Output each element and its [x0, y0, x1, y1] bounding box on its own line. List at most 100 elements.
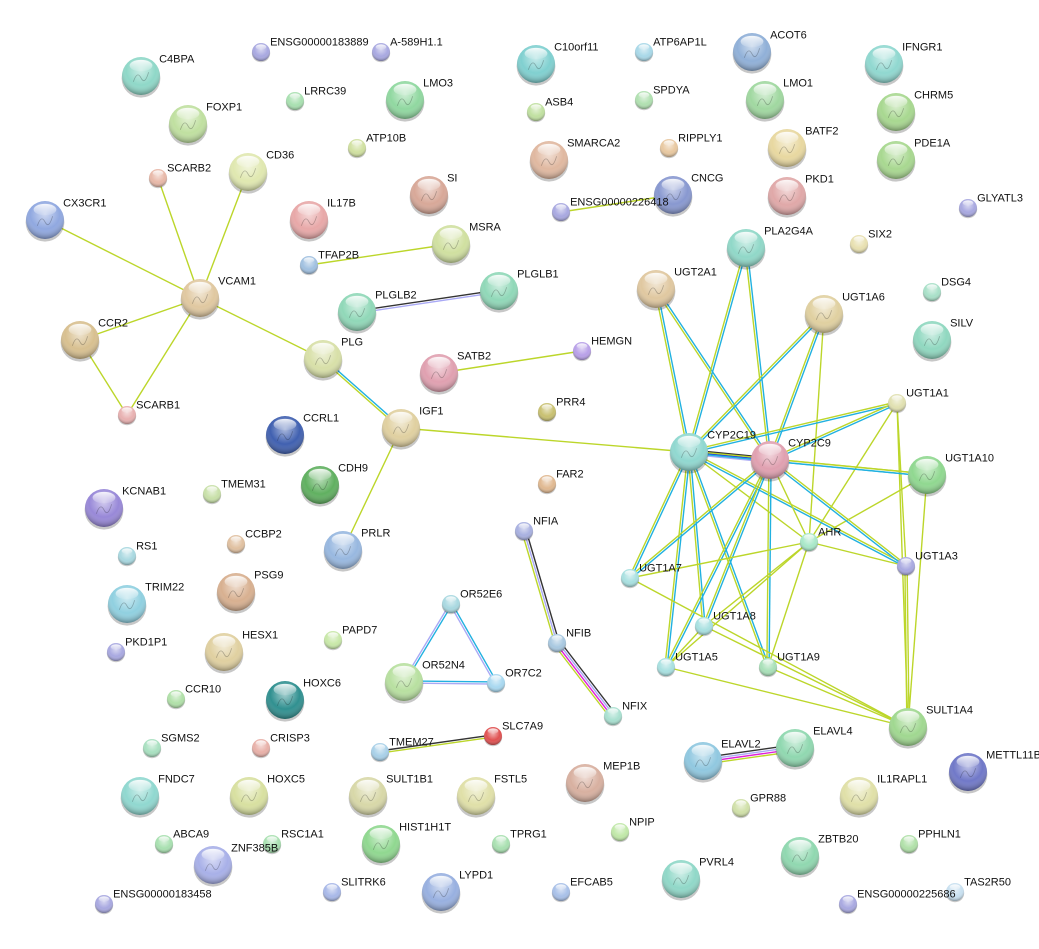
node-zbtb20[interactable]	[780, 837, 820, 878]
node-ccbp2[interactable]	[226, 535, 246, 555]
node-sult1a4[interactable]	[888, 708, 928, 749]
node-ifngr1[interactable]	[864, 45, 904, 86]
node-vcam1[interactable]	[180, 279, 220, 320]
node-kcnab1[interactable]	[84, 489, 124, 530]
node-or52e6[interactable]	[441, 595, 461, 615]
edge-ugt2a1-cyp2c19[interactable]	[654, 288, 691, 453]
node-znf385b[interactable]	[193, 846, 233, 887]
node-trim22[interactable]	[107, 585, 147, 626]
node-atp10b[interactable]	[347, 139, 367, 159]
edge-ugt1a5-sult1a4[interactable]	[665, 666, 909, 728]
node-fndc7[interactable]	[120, 777, 160, 818]
node-msra[interactable]	[431, 225, 471, 266]
node-lypd1[interactable]	[421, 873, 461, 914]
edge-ugt1a3-ahr[interactable]	[808, 541, 907, 567]
edge-satb2-hemgn[interactable]	[438, 350, 583, 374]
edge-plglb2-plglb1[interactable]	[356, 289, 500, 314]
node-scarb1[interactable]	[117, 406, 137, 426]
node-ccr10[interactable]	[166, 690, 186, 710]
node-ccrl1[interactable]	[265, 416, 305, 457]
node-c4bpa[interactable]	[121, 57, 161, 98]
node-il1rapl1[interactable]	[839, 777, 879, 818]
node-or7c2[interactable]	[486, 674, 506, 694]
edge-cyp2c19-ugt1a7[interactable]	[628, 451, 691, 579]
node-pkd1[interactable]	[767, 177, 807, 218]
edge-cyp2c9-ugt1a8[interactable]	[702, 459, 772, 627]
edge-ahr-ugt1a9[interactable]	[767, 541, 810, 668]
node-hoxc6[interactable]	[265, 681, 305, 722]
node-chrm5[interactable]	[876, 93, 916, 134]
node-igf1[interactable]	[381, 409, 421, 450]
node-batf2[interactable]	[767, 129, 807, 170]
edge-cyp2c19-ugt1a8[interactable]	[687, 451, 706, 627]
node-ugt1a7[interactable]	[620, 569, 640, 589]
node-cd36[interactable]	[228, 153, 268, 194]
edge-vcam1-ccr2[interactable]	[79, 297, 201, 341]
node-psg9[interactable]	[216, 573, 256, 614]
node-ripply1[interactable]	[659, 139, 679, 159]
edge-ugt1a10-ahr[interactable]	[808, 474, 928, 543]
edge-cyp2c19-ugt1a5[interactable]	[664, 451, 691, 668]
node-hist1h1t[interactable]	[361, 825, 401, 866]
edge-ahr-ugt1a7[interactable]	[629, 541, 810, 579]
node-tprg1[interactable]	[491, 835, 511, 855]
edge-tmem27-slc7a9[interactable]	[379, 734, 494, 754]
edge-cyp2c9-ugt1a5[interactable]	[664, 459, 772, 668]
node-atp6ap1l[interactable]	[634, 43, 654, 63]
edge-pla2g4a-cyp2c9[interactable]	[744, 247, 772, 461]
edge-ugt1a3-sult1a4[interactable]	[904, 565, 910, 728]
edge-tfap2b-msra[interactable]	[308, 243, 452, 266]
node-dsg4[interactable]	[922, 283, 942, 303]
node-tas2r50[interactable]	[945, 883, 965, 903]
node-scarb2[interactable]	[148, 169, 168, 189]
edge-or52e6-or7c2[interactable]	[449, 603, 498, 684]
edge-ugt1a1-cyp2c19[interactable]	[688, 401, 898, 454]
edge-ugt1a6-cyp2c9[interactable]	[768, 313, 826, 461]
node-six2[interactable]	[849, 235, 869, 255]
node-lmo3[interactable]	[385, 81, 425, 122]
node-fstl5[interactable]	[456, 777, 496, 818]
edge-ugt1a10-sult1a4[interactable]	[907, 474, 928, 728]
edge-vcam1-cd36[interactable]	[199, 171, 249, 299]
node-elavl4[interactable]	[775, 729, 815, 770]
node-pde1a[interactable]	[876, 141, 916, 182]
node-asb4[interactable]	[526, 103, 546, 123]
node-hemgn[interactable]	[572, 342, 592, 362]
node-efcab5[interactable]	[551, 883, 571, 903]
node-ensg00000183458[interactable]	[94, 895, 114, 915]
edge-vcam1-scarb2[interactable]	[157, 177, 201, 299]
node-ahr[interactable]	[799, 533, 819, 553]
node-lrrc39[interactable]	[285, 92, 305, 112]
edge-vcam1-scarb1[interactable]	[126, 297, 201, 416]
node-pkd1p1[interactable]	[106, 643, 126, 663]
node-silv[interactable]	[912, 321, 952, 362]
node-elavl2[interactable]	[683, 742, 723, 783]
node-ensg00000226418[interactable]	[551, 203, 571, 223]
node-slitrk6[interactable]	[322, 883, 342, 903]
node-lmo1[interactable]	[745, 81, 785, 122]
node-prlr[interactable]	[323, 531, 363, 572]
node-pla2g4a[interactable]	[726, 229, 766, 270]
node-prr4[interactable]	[537, 403, 557, 423]
edge-ugt1a1-ahr[interactable]	[808, 402, 898, 543]
edge-ugt1a3-cyp2c9[interactable]	[768, 458, 908, 568]
node-ugt1a9[interactable]	[758, 658, 778, 678]
node-ensg00000225686[interactable]	[838, 895, 858, 915]
edge-igf1-prlr[interactable]	[342, 427, 402, 551]
node-nfix[interactable]	[603, 707, 623, 727]
edge-nfib-nfix[interactable]	[553, 640, 617, 719]
node-smarca2[interactable]	[529, 141, 569, 182]
node-sult1b1[interactable]	[348, 777, 388, 818]
node-si[interactable]	[409, 176, 449, 217]
node-sgms2[interactable]	[142, 739, 162, 759]
edge-ahr-ugt1a8[interactable]	[703, 541, 810, 627]
node-far2[interactable]	[537, 475, 557, 495]
edge-ugt1a6-cyp2c19[interactable]	[687, 312, 826, 454]
edge-cyp2c9-ugt1a9[interactable]	[766, 459, 772, 668]
node-ensg00000183889[interactable]	[251, 43, 271, 63]
edge-cyp2c19-ahr[interactable]	[688, 451, 810, 543]
node-mep1b[interactable]	[565, 764, 605, 805]
node-abca9[interactable]	[154, 835, 174, 855]
node-pphln1[interactable]	[899, 835, 919, 855]
edge-igf1-cyp2c19[interactable]	[400, 427, 690, 453]
